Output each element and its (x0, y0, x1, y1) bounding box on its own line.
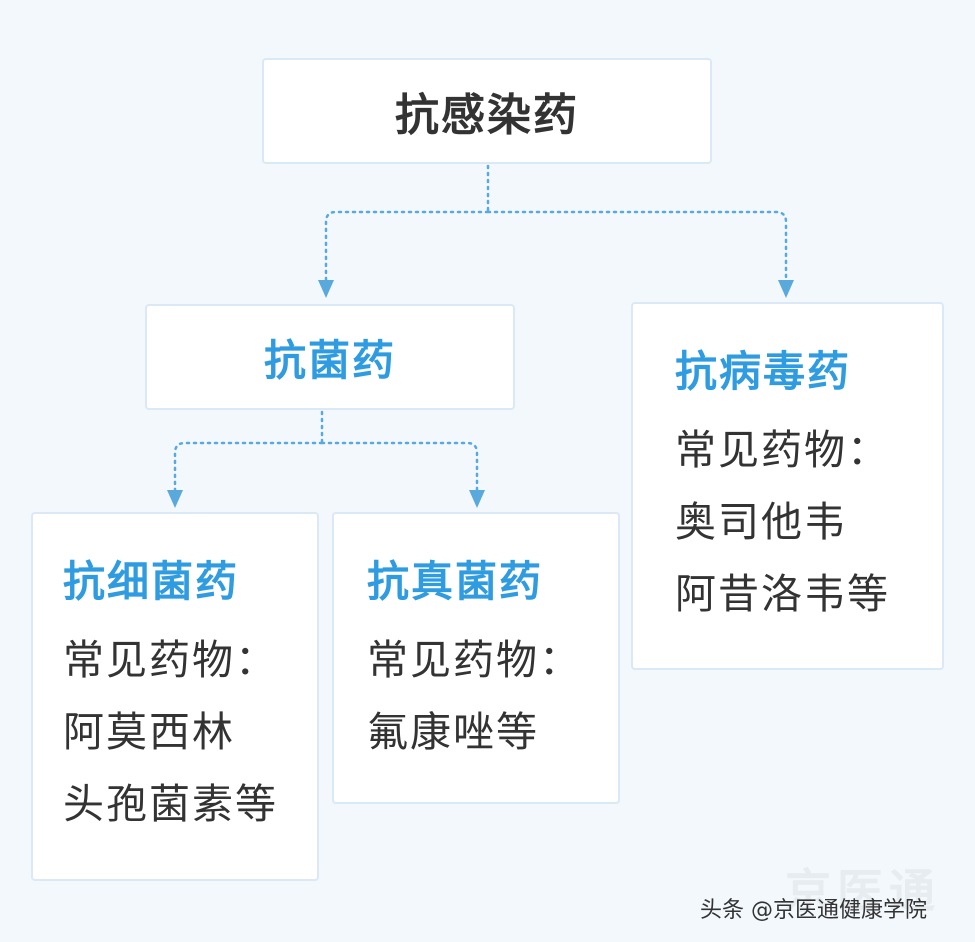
antifungal-node: 抗真菌药 常见药物： 氟康唑等 (332, 512, 620, 804)
antibacterial-title: 抗菌药 (263, 335, 396, 385)
antibiotic-line: 阿莫西林 (63, 708, 235, 756)
antiviral-line: 常见药物： (675, 426, 890, 474)
credit-text: 头条 @京医通健康学院 (700, 898, 927, 923)
connector-root-to-children (324, 164, 788, 282)
antibiotic-line: 常见药物： (63, 636, 278, 684)
antiviral-line: 阿昔洛韦等 (675, 570, 890, 618)
antibiotic-line: 头孢菌素等 (63, 780, 278, 828)
antibiotic-title: 抗细菌药 (63, 557, 240, 606)
antibiotic-node: 抗细菌药 常见药物： 阿莫西林 头孢菌素等 (31, 512, 319, 881)
antiviral-node: 抗病毒药 常见药物： 奥司他韦 阿昔洛韦等 (631, 302, 944, 670)
root-title: 抗感染药 (395, 90, 579, 141)
antifungal-line: 氟康唑等 (367, 708, 539, 756)
antiviral-line: 奥司他韦 (675, 498, 847, 546)
arrowhead (318, 280, 334, 298)
connector-antibacterial-to-children (173, 410, 479, 492)
arrowhead (778, 280, 794, 298)
antifungal-line: 常见药物： (367, 636, 582, 684)
watermark: 京医通 (785, 864, 941, 918)
antiviral-title: 抗病毒药 (675, 347, 852, 396)
arrowhead (469, 490, 485, 508)
arrowhead (167, 490, 183, 508)
antibacterial-node: 抗菌药 (145, 304, 515, 410)
antifungal-title: 抗真菌药 (367, 557, 544, 606)
root-node: 抗感染药 (262, 58, 712, 164)
